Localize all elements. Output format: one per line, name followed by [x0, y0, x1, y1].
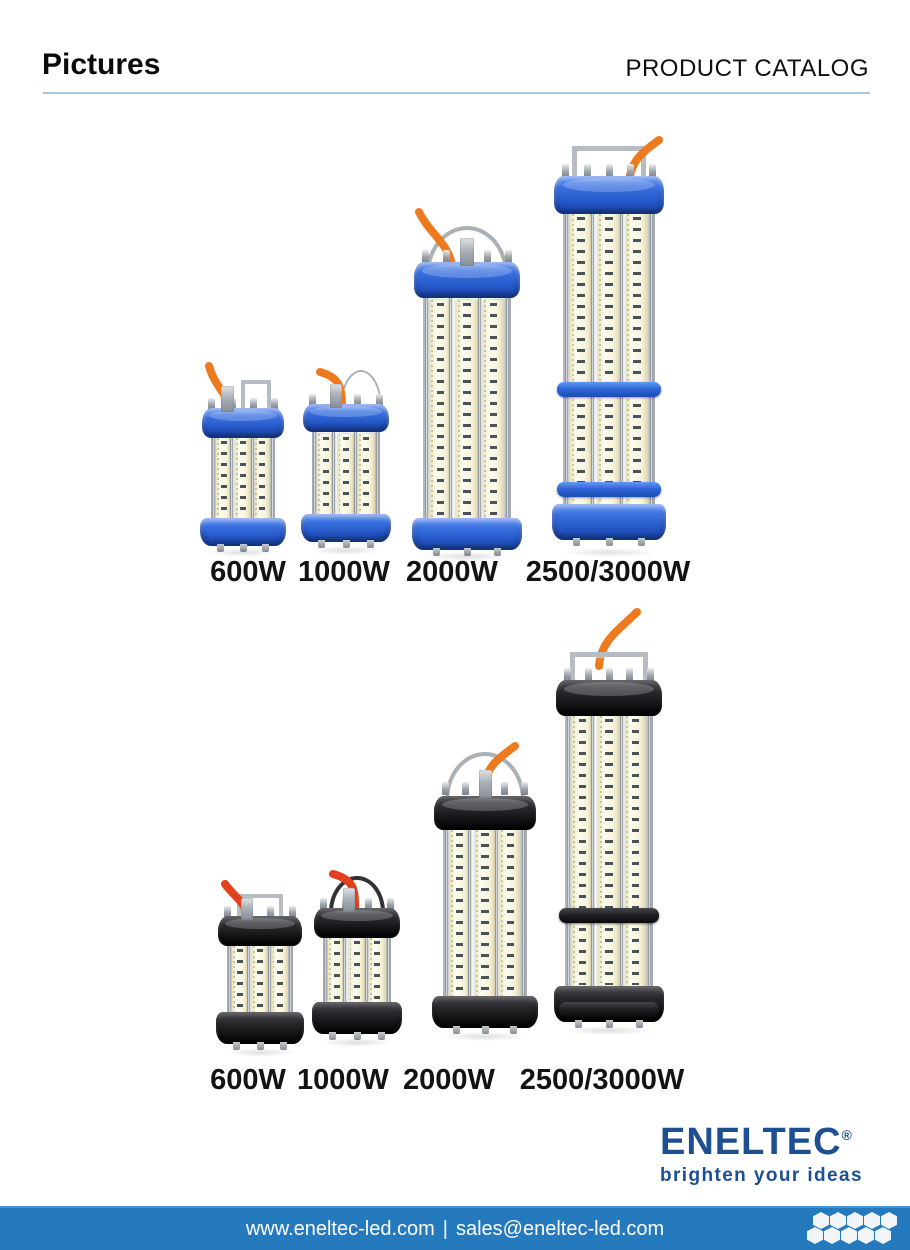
page-title: Pictures — [42, 48, 161, 81]
led-light-black-2000w — [432, 740, 538, 1041]
feet — [575, 1020, 643, 1028]
cable-gland — [343, 888, 355, 912]
led-light-black-2500-3000w — [554, 606, 664, 1035]
feet — [318, 540, 374, 548]
bottom-cap — [200, 518, 286, 546]
handle — [237, 894, 283, 920]
led-light-blue-2500-3000w — [552, 132, 666, 557]
website-link[interactable]: www.eneltec-led.com — [245, 1218, 435, 1240]
glass-tube — [443, 824, 527, 1004]
top-cap — [218, 916, 302, 946]
header-rule — [43, 92, 870, 94]
footer-contact: www.eneltec-led.com | sales@eneltec-led.co… — [0, 1208, 910, 1250]
bottom-cap — [412, 518, 522, 550]
power-cable — [595, 608, 641, 670]
glass-tube — [559, 710, 659, 1017]
top-cap — [303, 404, 389, 432]
cable-gland — [221, 386, 234, 412]
wattage-label: 2500/3000W — [519, 1064, 685, 1096]
cable-gland — [460, 238, 474, 266]
led-light-black-1000w — [312, 862, 402, 1047]
led-light-black-600w — [216, 876, 304, 1057]
glass-tube — [227, 940, 293, 1018]
wattage-label: 1000W — [298, 556, 390, 588]
logo-tagline: brighten your ideas — [660, 1164, 863, 1186]
feet — [233, 1042, 287, 1050]
feet — [433, 548, 501, 556]
footer-separator: | — [442, 1218, 448, 1240]
feet — [573, 538, 645, 546]
bottom-cap — [312, 1002, 402, 1034]
support-ring — [557, 382, 661, 397]
wattage-label: 1000W — [297, 1064, 389, 1096]
feet — [453, 1026, 517, 1034]
led-light-blue-600w — [200, 358, 286, 557]
bottom-cap — [301, 514, 391, 542]
handle — [572, 146, 646, 178]
eneltec-logo: ENELTEC® brighten your ideas — [660, 1121, 878, 1187]
handle — [570, 652, 648, 682]
wattage-label: 2000W — [403, 1064, 495, 1096]
support-ring — [559, 1002, 659, 1017]
wattage-label: 600W — [210, 556, 286, 588]
glass-tube — [323, 932, 391, 1008]
bottom-cap — [432, 996, 538, 1028]
top-cap — [554, 176, 664, 214]
glass-tube — [211, 432, 275, 524]
bottom-cap — [552, 504, 666, 540]
footer-bar: www.eneltec-led.com | sales@eneltec-led.co… — [0, 1206, 910, 1250]
led-light-blue-2000w — [412, 204, 522, 561]
bottom-cap — [216, 1012, 304, 1044]
cable-gland — [330, 384, 342, 408]
catalog-label: PRODUCT CATALOG — [625, 55, 869, 82]
feet — [217, 544, 269, 552]
registered-trademark-symbol: ® — [841, 1127, 853, 1143]
cable-gland — [479, 770, 492, 798]
glass-tube — [557, 208, 661, 512]
feet — [329, 1032, 385, 1040]
top-cap — [414, 262, 520, 298]
support-ring — [559, 908, 659, 923]
handle — [241, 380, 271, 410]
cap-bolts — [564, 668, 654, 682]
cable-gland — [241, 898, 253, 920]
email-link[interactable]: sales@eneltec-led.com — [455, 1218, 665, 1240]
top-cap — [556, 680, 662, 716]
cap-bolts — [562, 164, 656, 178]
support-ring — [557, 482, 661, 497]
wattage-label: 2500/3000W — [525, 556, 691, 588]
glass-tube — [423, 294, 511, 526]
glass-tube — [312, 428, 380, 520]
hex-dots-decoration — [802, 1212, 904, 1248]
logo-wordmark: ENELTEC® — [660, 1121, 853, 1163]
wattage-label: 600W — [210, 1064, 286, 1096]
top-cap — [434, 796, 536, 830]
top-cap — [202, 408, 284, 438]
top-cap — [314, 908, 400, 938]
wattage-label: 2000W — [406, 556, 498, 588]
led-light-blue-1000w — [301, 360, 391, 555]
